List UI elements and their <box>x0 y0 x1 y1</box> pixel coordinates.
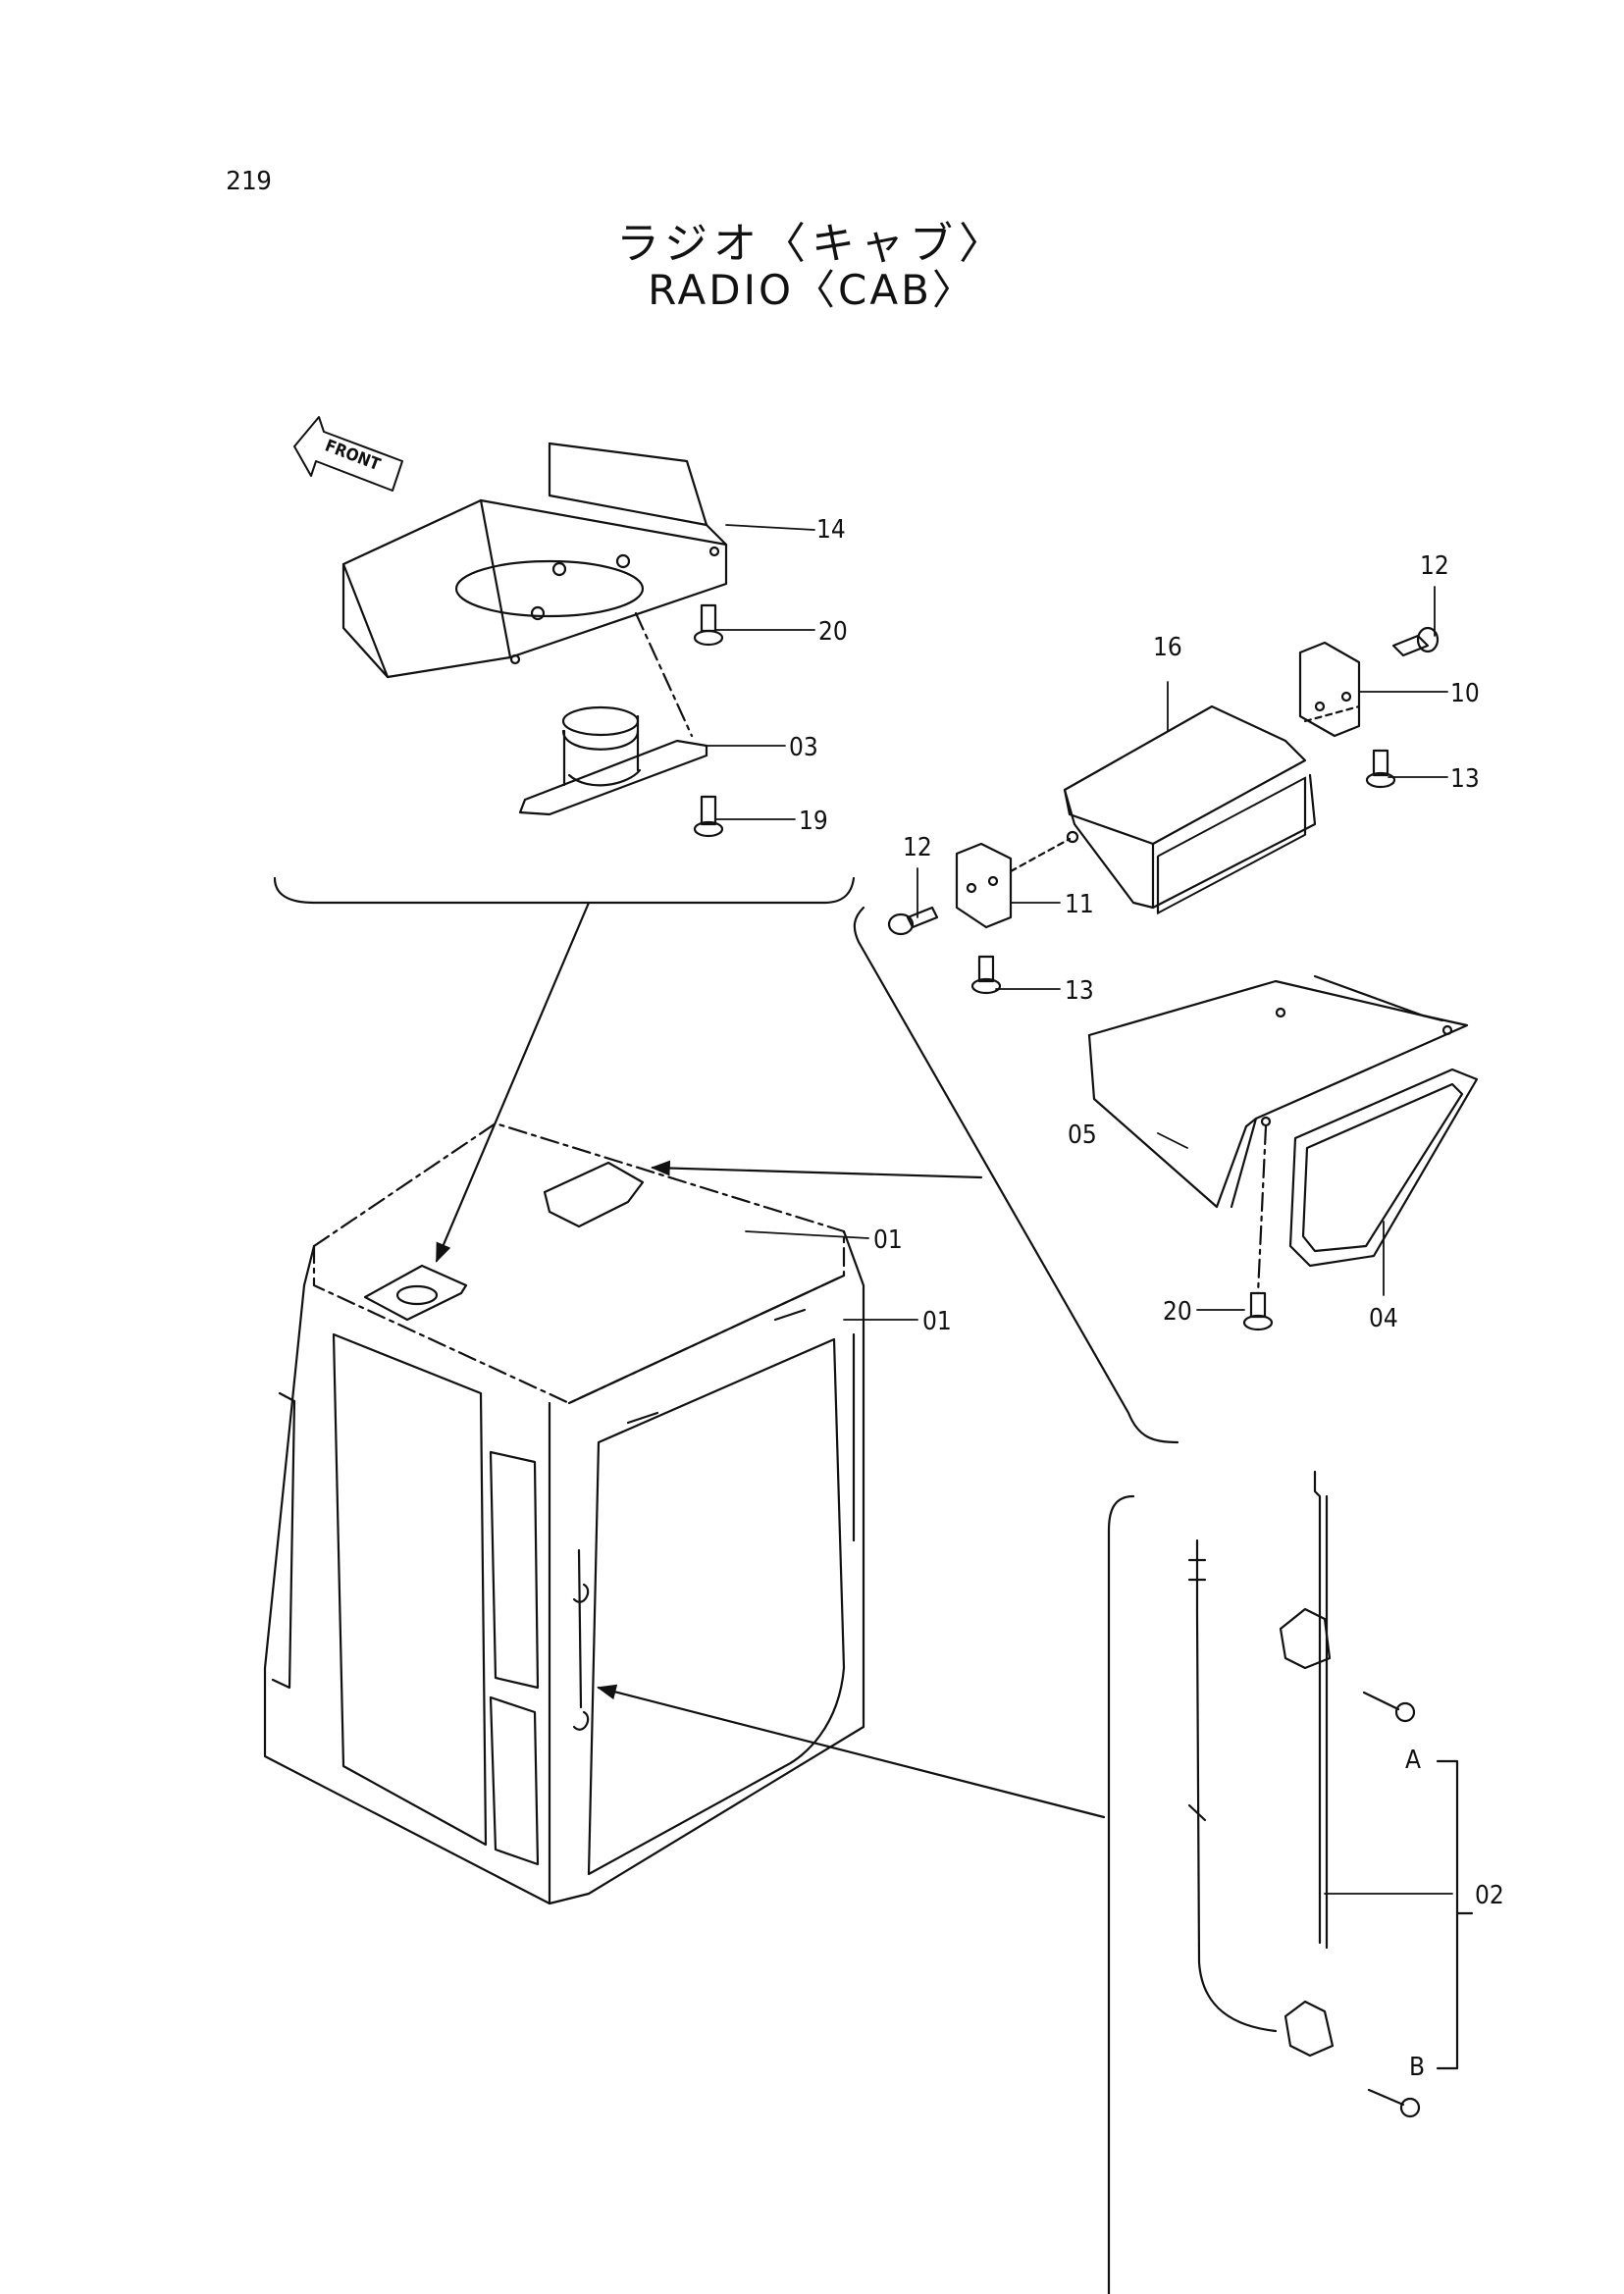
callout-19: 19 <box>799 807 828 836</box>
leader-lines <box>706 524 1453 1895</box>
arrow-radio-to-cab <box>651 1160 983 1179</box>
callout-b: B <box>1409 2053 1425 2082</box>
radio-unit <box>1063 704 1317 914</box>
callout-20-lower: 20 <box>1163 1297 1192 1327</box>
speaker <box>518 705 708 816</box>
cab-radio-mount <box>543 1161 645 1228</box>
speaker-bracket <box>341 442 728 679</box>
bolt-13-lower <box>970 955 1002 995</box>
screw-b <box>1367 2088 1421 2118</box>
callout-12-lower: 12 <box>903 833 932 862</box>
callout-04: 04 <box>1369 1304 1398 1333</box>
radio-bracket <box>1087 974 1469 1209</box>
callout-03: 03 <box>789 733 818 762</box>
callout-02-bracket <box>1436 1759 1474 2070</box>
bracket-11 <box>955 842 1013 929</box>
callout-13-lower: 13 <box>1065 976 1094 1006</box>
callout-01-lower: 01 <box>922 1307 952 1336</box>
callout-13-upper: 13 <box>1450 764 1480 794</box>
callout-05: 05 <box>1068 1121 1097 1150</box>
callout-16: 16 <box>1153 633 1182 662</box>
callout-10: 10 <box>1450 679 1480 708</box>
bolt-12-upper <box>1391 626 1440 657</box>
cab-speaker-mount <box>363 1264 468 1322</box>
callout-12-upper: 12 <box>1420 551 1449 581</box>
screw-a <box>1362 1691 1416 1723</box>
bolt-20-lower <box>1242 1291 1274 1331</box>
cab <box>263 1121 865 1905</box>
arrow-speaker-to-cab <box>435 901 591 1263</box>
bolt-20-upper <box>693 603 724 647</box>
callout-labels: 14 20 03 19 12 16 10 13 12 11 13 05 01 0… <box>789 515 1504 2082</box>
callout-11: 11 <box>1065 890 1094 919</box>
bolt-12-lower <box>887 906 939 936</box>
bracket-10 <box>1298 641 1361 738</box>
callout-20-upper: 20 <box>818 617 848 647</box>
antenna <box>1187 1470 1335 2058</box>
front-direction-arrow: FRONT <box>293 416 403 492</box>
callout-02: 02 <box>1475 1881 1504 1910</box>
antenna-group-bracket <box>1107 1494 1135 2294</box>
bolt-13-upper <box>1365 749 1396 789</box>
callout-01-upper: 01 <box>873 1225 903 1255</box>
radio-group-bracket <box>853 906 1179 1444</box>
callout-14: 14 <box>816 515 846 545</box>
radio-bezel <box>1288 1068 1479 1268</box>
page-number: 219 <box>226 167 272 196</box>
title-japanese: ラジオ〈キャブ〉 <box>615 219 1009 269</box>
speaker-group-bracket <box>273 876 856 905</box>
cab-antenna-mount <box>572 1548 590 1731</box>
title-english: RADIO〈CAB〉 <box>648 266 976 314</box>
arrow-antenna-to-cab <box>597 1684 1106 1819</box>
screw-19 <box>693 795 724 838</box>
callout-a: A <box>1405 1746 1421 1775</box>
